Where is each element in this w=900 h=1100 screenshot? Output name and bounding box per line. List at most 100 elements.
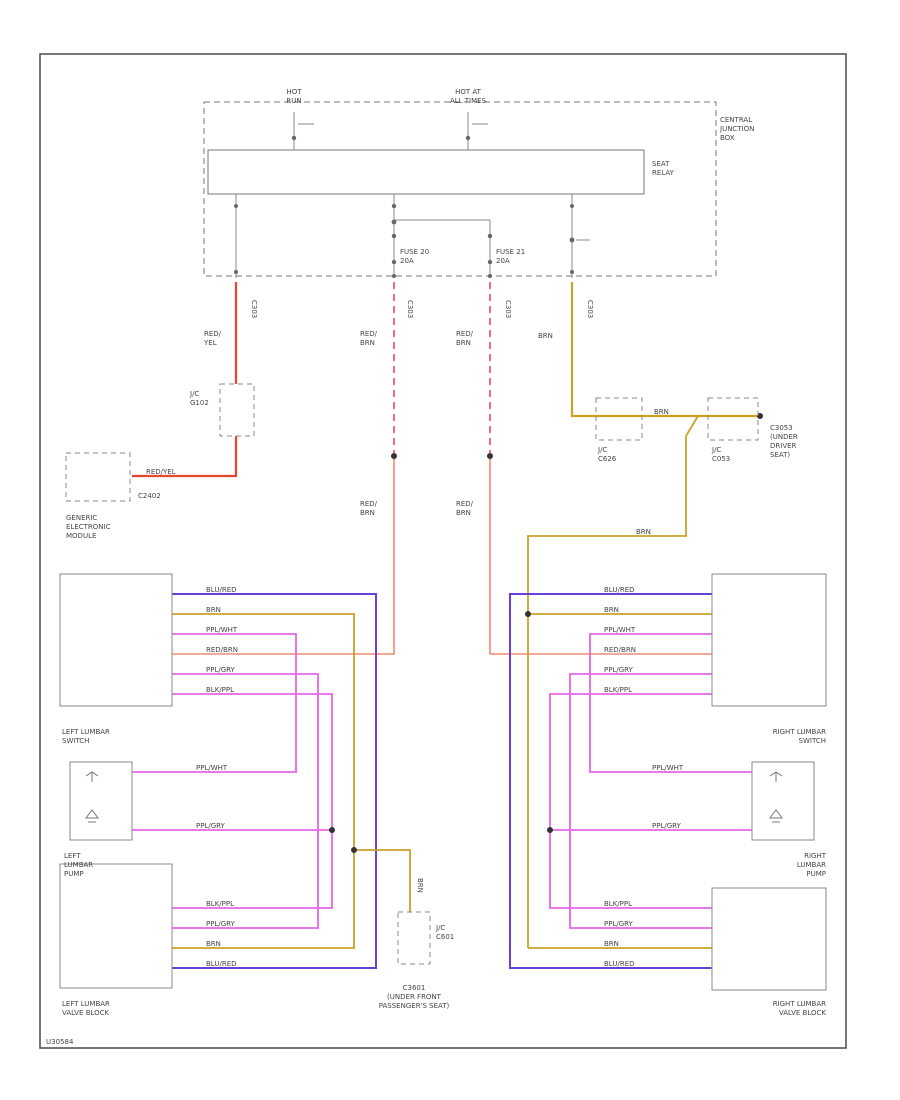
wire-brn-down: [527, 415, 699, 948]
wire-label: RED/BRN: [456, 500, 474, 517]
wire-label: PPL/GRY: [196, 822, 226, 830]
c2402-label: C2402: [138, 492, 161, 500]
wire-label: BLU/RED: [604, 586, 635, 594]
relay-terminals: [234, 135, 575, 278]
wire-label: RED/YEL: [146, 468, 176, 476]
wire-red-brn-left: [172, 456, 395, 655]
right-lumbar-switch: [711, 573, 827, 707]
wire-brn-left: [172, 613, 355, 949]
wire-label: RED/BRN: [206, 646, 238, 654]
splice-dot: [351, 847, 357, 853]
splice-dot: [487, 453, 493, 459]
wire-label: BRN: [206, 606, 221, 614]
wire-label: PPL/GRY: [206, 666, 236, 674]
connector-label: C303: [406, 300, 414, 318]
wire-label: RED/BRN: [604, 646, 636, 654]
wire-label: PPL/WHT: [604, 626, 636, 634]
wire-label: BRN: [538, 332, 553, 340]
jc-c601: [397, 911, 431, 965]
right-lumbar-valve-block: [711, 887, 827, 991]
components: [59, 383, 827, 991]
wire-label: BRN: [636, 528, 651, 536]
wire-harness: [132, 282, 763, 969]
wire-label: BLU/RED: [604, 960, 635, 968]
wire-label: BRN: [604, 606, 619, 614]
splice-dot: [547, 827, 553, 833]
right-lumbar-pump: [751, 761, 815, 841]
motor-icon: [85, 771, 783, 823]
wire-label: PPL/GRY: [604, 920, 634, 928]
wire-label: RED/BRN: [360, 500, 378, 517]
wire-label: PPL/GRY: [604, 666, 634, 674]
wire-blk-ppl-left: [172, 693, 333, 909]
wire-label: BRN: [416, 878, 424, 893]
wire-label: BLU/RED: [206, 586, 237, 594]
wire-label: BLK/PPL: [206, 686, 234, 694]
wire-red-yel: [132, 282, 238, 478]
left-lumbar-switch: [59, 573, 173, 707]
diagram-id-label: U30584: [46, 1038, 74, 1046]
wire-label: RED/BRN: [456, 330, 474, 347]
left-lumbar-valve-block: [59, 863, 173, 989]
wire-blu-red-right: [509, 593, 712, 969]
wire-label: BLK/PPL: [206, 900, 234, 908]
wire-blk-ppl-right: [549, 693, 712, 909]
splice-dot: [329, 827, 335, 833]
wire-label: PPL/WHT: [206, 626, 238, 634]
jc-g102: [219, 383, 255, 437]
connector-label: C303: [250, 300, 258, 318]
wire-ppl-gry-left: [172, 673, 319, 929]
wire-label: BRN: [604, 940, 619, 948]
central-junction-box: [203, 101, 717, 277]
wire-label: BLK/PPL: [604, 686, 632, 694]
seat-relay: [207, 149, 645, 195]
wire-label: BRN: [206, 940, 221, 948]
splice-dot: [391, 453, 397, 459]
wire-ppl-wht-left: [132, 633, 297, 773]
wire-label: PPL/WHT: [196, 764, 228, 772]
wire-brn-feed: [570, 282, 758, 418]
wire-ppl-gry-right: [569, 673, 712, 929]
wire-label: PPL/GRY: [652, 822, 682, 830]
wire-label: BLU/RED: [206, 960, 237, 968]
connector-label: C303: [504, 300, 512, 318]
wire-red-brn-right: [489, 456, 712, 655]
wire-label: PPL/GRY: [206, 920, 236, 928]
jc-c053: [707, 397, 759, 441]
wire-ppl-wht-right: [589, 633, 752, 773]
wire-label: RED/YEL: [203, 330, 222, 347]
wire-label: BLK/PPL: [604, 900, 632, 908]
jc-c626: [595, 397, 643, 441]
diagram-frame: [39, 53, 847, 1049]
wire-brn-ground: [354, 849, 411, 912]
wire-blu-red-left: [172, 593, 377, 969]
wire-label: BRN: [654, 408, 669, 416]
connector-label: C303: [586, 300, 594, 318]
generic-electronic-module: [65, 452, 131, 502]
splice-dot: [525, 611, 531, 617]
left-lumbar-pump: [69, 761, 133, 841]
wire-label: RED/BRN: [360, 330, 378, 347]
wire-label: PPL/WHT: [652, 764, 684, 772]
